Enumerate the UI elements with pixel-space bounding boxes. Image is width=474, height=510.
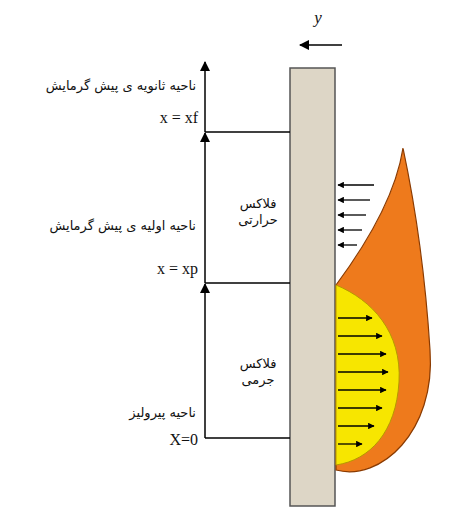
wall xyxy=(290,68,335,506)
y-axis-arrow xyxy=(300,44,342,46)
region-label: ناحیه ثانویه ی پیش گرمایش xyxy=(46,78,196,94)
boundary-label: x = xf xyxy=(160,108,198,128)
axis-label: y xyxy=(314,7,322,28)
flame-outer xyxy=(336,148,430,472)
x-axis-arrows xyxy=(204,62,206,438)
boundary-label: X=0 xyxy=(169,430,198,450)
region-label: ناحیه اولیه ی پیش گرمایش xyxy=(49,218,196,234)
flame-inner xyxy=(336,285,399,465)
mass-flux-arrows xyxy=(338,318,388,444)
region-label: ناحیه پیرولیز xyxy=(129,405,196,421)
heat-flux-arrows xyxy=(338,185,374,245)
boundary-lines xyxy=(205,132,290,438)
flux-label: فلاکس جرمی xyxy=(230,356,286,389)
boundary-label: x = xp xyxy=(157,259,198,279)
flux-label: فلاکس حرارتی xyxy=(230,196,286,229)
